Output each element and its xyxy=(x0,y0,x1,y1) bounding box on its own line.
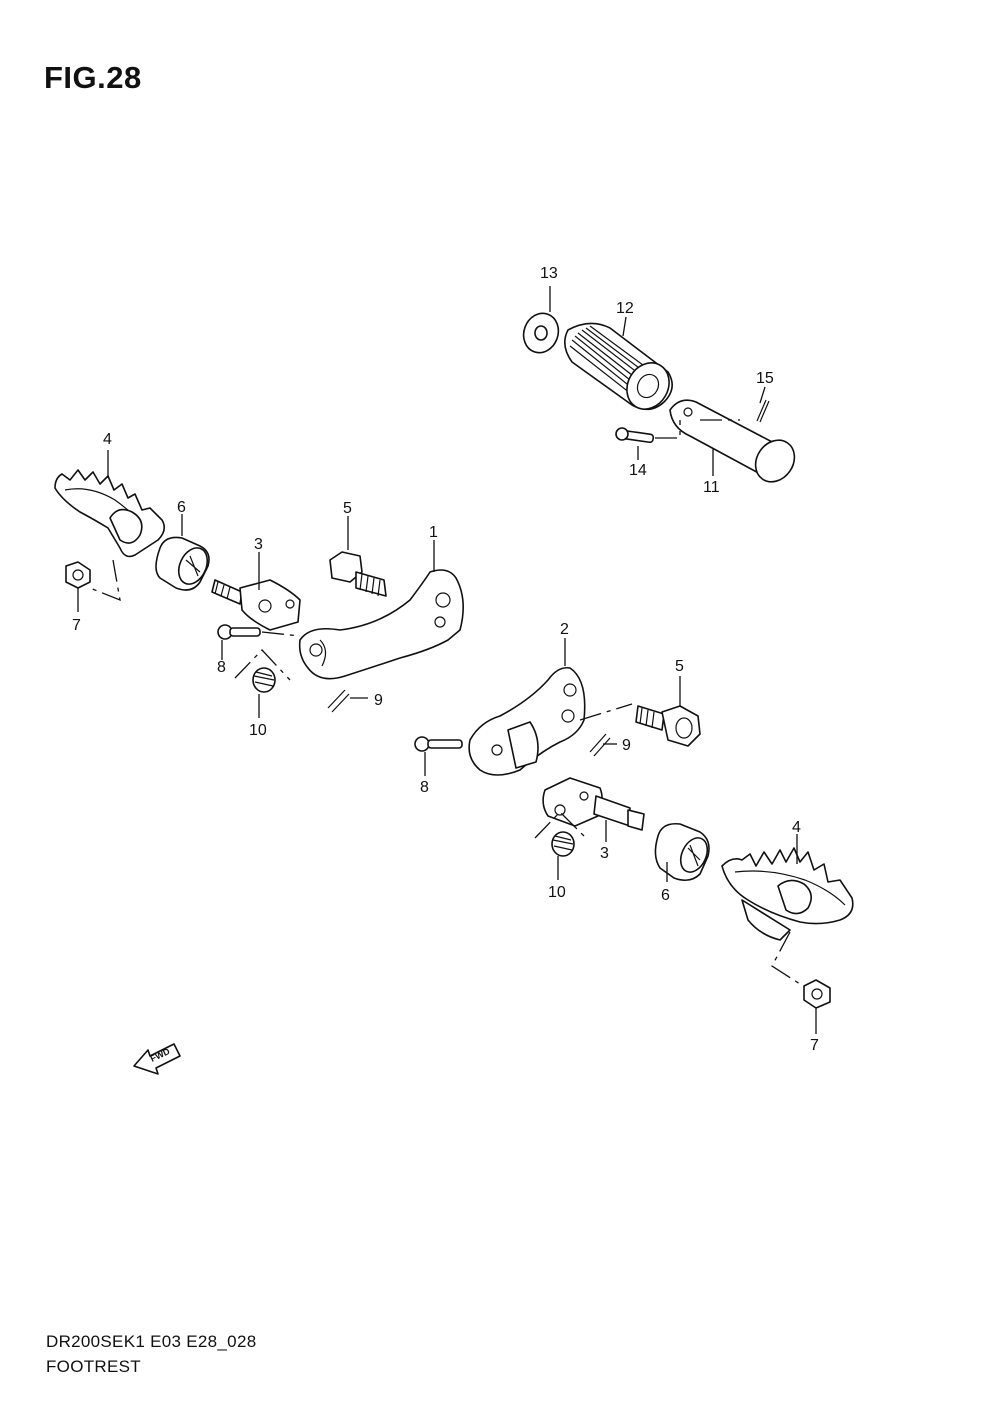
callout-6-right: 6 xyxy=(661,887,670,904)
bolt-5-left[interactable] xyxy=(329,551,387,597)
nut-7-left[interactable] xyxy=(65,561,91,589)
footrest-4-right[interactable] xyxy=(721,847,854,941)
callout-11: 11 xyxy=(703,479,720,496)
bushing-6-right[interactable] xyxy=(654,822,712,882)
bushing-6-left[interactable] xyxy=(155,536,213,591)
pin-8-left[interactable] xyxy=(217,624,261,640)
callout-10-right: 10 xyxy=(548,884,566,901)
callout-13: 13 xyxy=(540,265,558,282)
callout-1: 1 xyxy=(429,524,438,541)
footrest-rubber-12[interactable] xyxy=(564,322,678,416)
pivot-shaft-3-right[interactable] xyxy=(542,777,645,831)
spring-10-left[interactable] xyxy=(252,667,276,693)
callout-4-right: 4 xyxy=(792,819,801,836)
callout-3-left: 3 xyxy=(254,536,263,553)
callout-15: 15 xyxy=(756,370,774,387)
footrest-bracket-1[interactable] xyxy=(298,569,464,680)
callout-12: 12 xyxy=(616,300,634,317)
cotter-pin-9-left[interactable] xyxy=(327,689,350,713)
callout-10-left: 10 xyxy=(249,722,267,739)
pin-14[interactable] xyxy=(615,427,655,444)
bolt-5-right[interactable] xyxy=(635,705,701,747)
callout-4-left: 4 xyxy=(103,431,112,448)
footrest-4-left[interactable] xyxy=(54,469,166,558)
cotter-pin-9-right[interactable] xyxy=(589,733,611,757)
callout-5-left: 5 xyxy=(343,500,352,517)
spring-10-right[interactable] xyxy=(551,831,575,857)
callout-5-right: 5 xyxy=(675,658,684,675)
callout-2: 2 xyxy=(560,621,569,638)
pivot-shaft-3-left[interactable] xyxy=(211,579,301,631)
callout-7-left: 7 xyxy=(72,617,81,634)
callout-3-right: 3 xyxy=(600,845,609,862)
pin-8-right[interactable] xyxy=(414,736,463,752)
diagram-name: FOOTREST xyxy=(46,1357,141,1376)
cotter-pin-15[interactable] xyxy=(756,399,770,423)
callout-8-right: 8 xyxy=(420,779,429,796)
callout-8-left: 8 xyxy=(217,659,226,676)
figure-title: FIG.28 xyxy=(44,60,142,95)
callout-6-left: 6 xyxy=(177,499,186,516)
callout-9-left: 9 xyxy=(374,692,383,709)
rear-footrest-11[interactable] xyxy=(669,399,802,489)
washer-13[interactable] xyxy=(518,308,564,357)
nut-7-right[interactable] xyxy=(803,979,831,1009)
footrest-bracket-2[interactable] xyxy=(468,666,586,776)
callout-7-right: 7 xyxy=(810,1037,819,1054)
forward-direction-arrow: FWD xyxy=(133,1043,181,1075)
callout-14: 14 xyxy=(629,462,647,479)
diagram-code: DR200SEK1 E03 E28_028 xyxy=(46,1332,257,1351)
callout-9-right: 9 xyxy=(622,737,631,754)
